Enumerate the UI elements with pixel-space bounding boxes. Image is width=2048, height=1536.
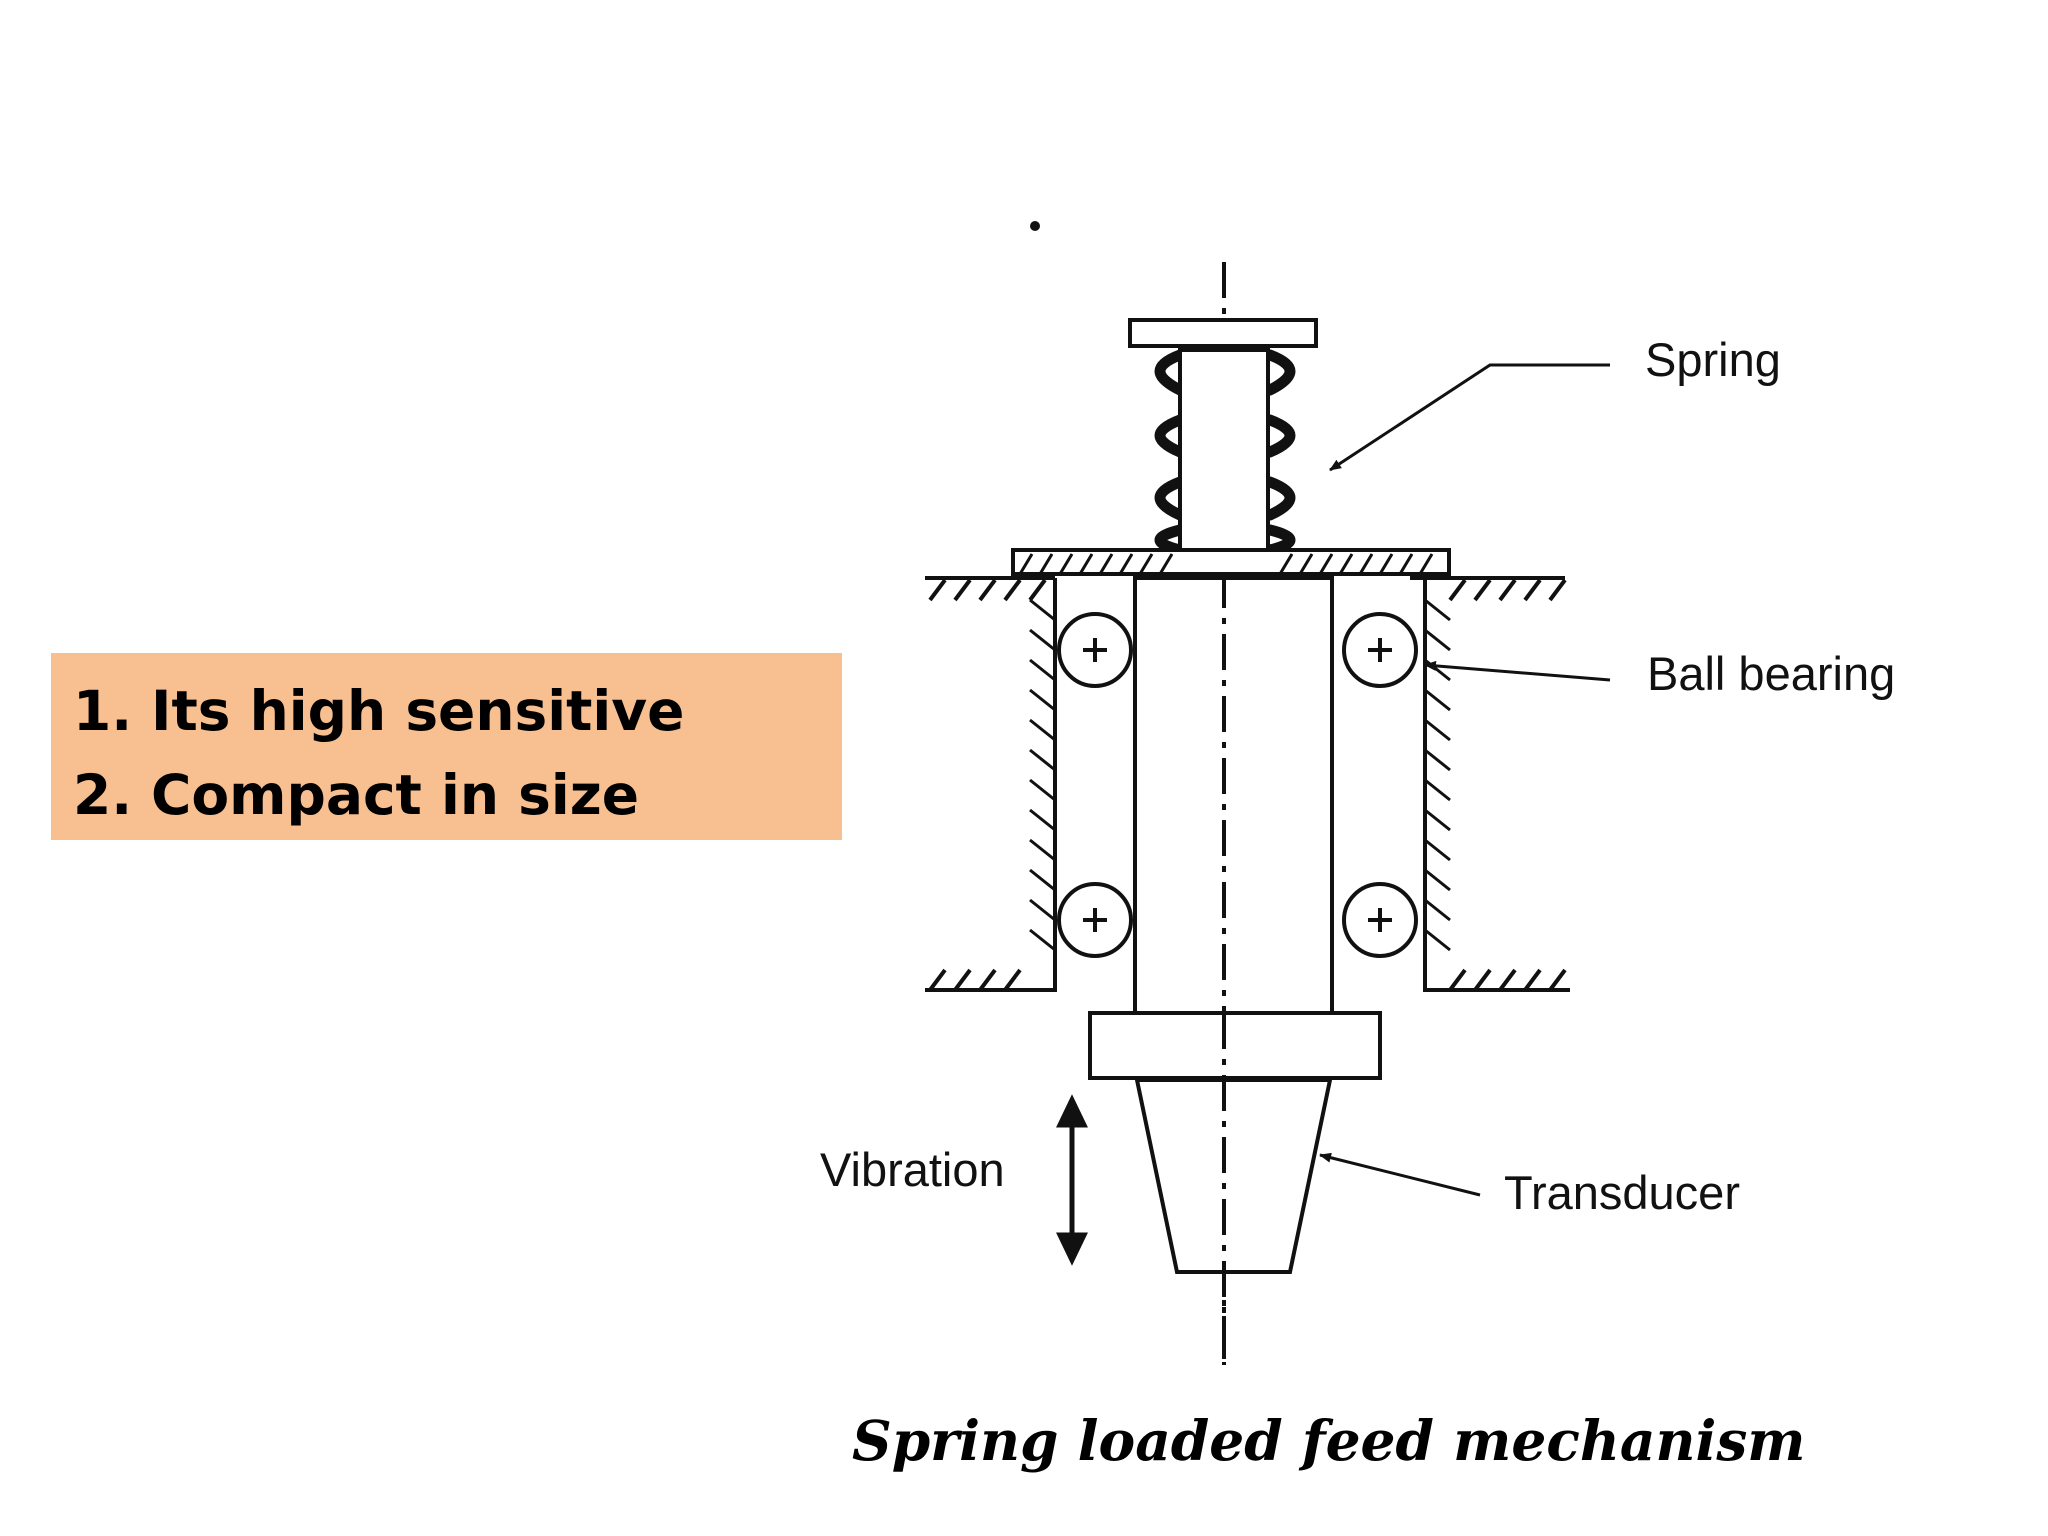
plate-hatching — [1018, 553, 1434, 575]
main-shaft — [1133, 576, 1334, 1015]
transducer-collar — [1088, 1011, 1382, 1080]
advantage-item-1: 1. Its high sensitive — [73, 669, 842, 753]
housing-walls — [925, 578, 1570, 992]
label-vibration: Vibration — [820, 1143, 1005, 1196]
leader-lines — [1319, 363, 1611, 1197]
housing-wall-hatching — [1029, 598, 1451, 952]
transducer-leader — [1319, 1152, 1481, 1197]
advantages-list: 1. Its high sensitive 2. Compact in size — [73, 669, 842, 837]
label-ball-bearing: Ball bearing — [1647, 647, 1895, 700]
label-transducer: Transducer — [1504, 1166, 1740, 1219]
top-plate — [1011, 548, 1451, 576]
vibration-arrow — [1056, 1094, 1088, 1266]
spring-leader — [1329, 363, 1610, 472]
bottom-ground-hatching — [928, 968, 1567, 992]
advantage-text-2: Compact in size — [151, 763, 640, 827]
transducer-horn — [1134, 1078, 1333, 1274]
advantage-number-2: 2. — [73, 763, 133, 827]
top-ground-hatching — [925, 576, 1567, 602]
stray-dot — [1030, 221, 1040, 231]
spring-coils — [1154, 349, 1296, 556]
label-spring: Spring — [1645, 333, 1781, 386]
advantage-number-1: 1. — [73, 679, 133, 743]
ball-bearing-leader — [1424, 660, 1611, 682]
ball-bearings — [1057, 612, 1418, 958]
diagram-caption: Spring loaded feed mechanism — [852, 1408, 1806, 1473]
advantage-text-1: Its high sensitive — [151, 679, 685, 743]
spring-top-cap — [1128, 318, 1318, 348]
advantages-box: 1. Its high sensitive 2. Compact in size — [51, 653, 842, 840]
advantage-item-2: 2. Compact in size — [73, 753, 842, 837]
upper-shaft — [1178, 348, 1270, 572]
